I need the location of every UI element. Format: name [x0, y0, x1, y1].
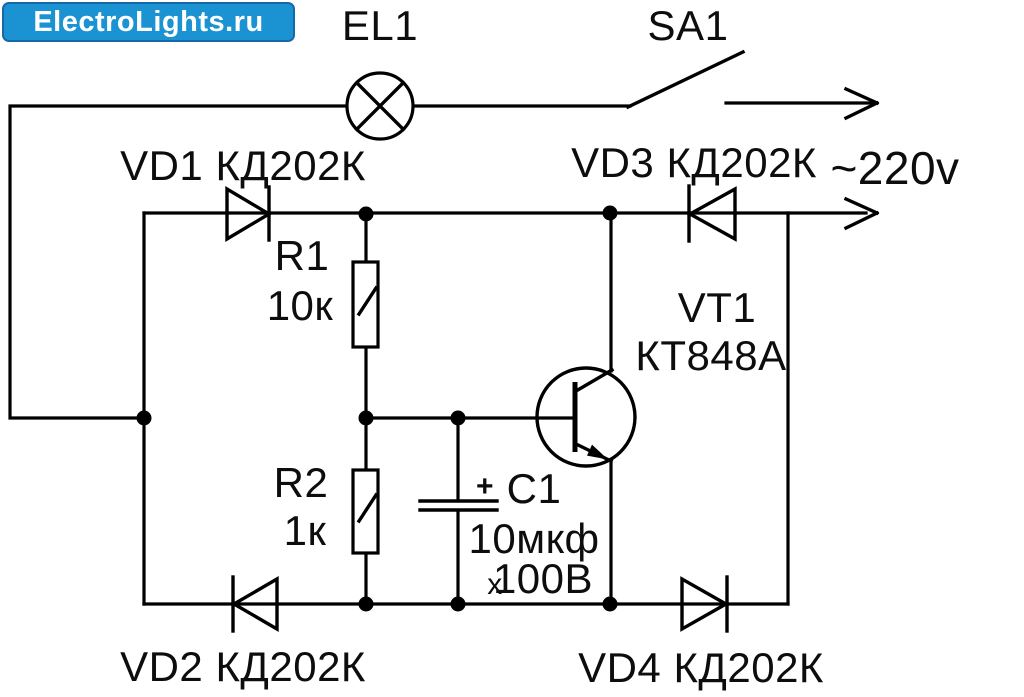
capacitor-c1-ref-label: C1: [507, 465, 562, 512]
transistor-vt1-symbol: [535, 366, 637, 468]
diode-vd1-triangle: [225, 186, 273, 242]
diode-vd1-label: VD1 КД202К: [120, 142, 366, 189]
lamp-label: EL1: [342, 2, 418, 49]
mains-arrow-bottom-head: [843, 196, 880, 231]
capacitor-c1-voltage-label: 100В: [493, 555, 593, 602]
transistor-vt1-collector-lead: [573, 367, 615, 394]
diode-vd4-triangle: [680, 576, 730, 632]
diode-vd2-triangle: [230, 576, 279, 632]
junction-dot: [358, 410, 374, 426]
resistor-r1-ref-label: R1: [275, 232, 330, 279]
resistor-r1-symbol: [351, 260, 380, 349]
capacitor-c1-symbol: [418, 499, 499, 512]
resistor-r2-symbol: [351, 468, 380, 555]
logo-text: ElectroLights.ru: [33, 5, 264, 38]
junction-dot: [358, 206, 374, 222]
electrolights-logo: ElectroLights.ru: [2, 2, 295, 42]
junction-dot: [136, 410, 152, 426]
diode-vd2-label: VD2 КД202К: [120, 643, 366, 690]
junction-dot: [602, 205, 618, 221]
diode-vd4-label: VD4 КД202К: [578, 644, 824, 691]
diode-vd3-triangle: [686, 186, 737, 242]
resistor-r2-slash: [356, 492, 379, 524]
lamp-symbol: [345, 71, 415, 141]
capacitor-c1-value-label: 10мкф: [468, 515, 599, 562]
diode-vd1-symbol: [225, 185, 273, 242]
resistor-r2-ref-label: R2: [274, 459, 329, 506]
diode-vd3-label: VD3 КД202К: [571, 139, 817, 186]
mains-voltage-label: ~220v: [830, 142, 959, 194]
diode-vd4-symbol: [680, 575, 730, 633]
junction-dot: [358, 596, 374, 612]
switch-blade: [625, 49, 746, 110]
lamp-feed-wire: [8, 104, 632, 420]
junction-dot: [450, 596, 466, 612]
transistor-vt1-ref-label: VT1: [678, 284, 757, 331]
capacitor-c1-voltage-prefix-label: х: [487, 568, 503, 601]
diode-vd3-symbol: [686, 184, 737, 243]
transistor-vt1-value-label: КТ848А: [635, 332, 786, 379]
junction-dot: [602, 596, 618, 612]
capacitor-c1-polarity-label: +: [476, 470, 494, 503]
mains-arrow-bottom: [843, 196, 880, 231]
mains-arrow-top: [724, 86, 880, 121]
junction-dots: [136, 205, 618, 612]
transistor-vt1-emitter-arrow: [587, 444, 608, 460]
switch-label: SA1: [648, 2, 729, 49]
transistor-vt1-circle: [535, 366, 637, 468]
resistor-r2-value-label: 1к: [284, 507, 327, 554]
mains-arrow-top-head: [843, 86, 880, 121]
lamp-cross-line-2: [354, 80, 406, 132]
resistor-r1-slash: [356, 285, 379, 317]
resistor-r1-value-label: 10к: [267, 282, 334, 329]
switch-symbol: [625, 49, 746, 110]
diode-vd2-symbol: [230, 575, 279, 633]
junction-dot: [450, 410, 466, 426]
